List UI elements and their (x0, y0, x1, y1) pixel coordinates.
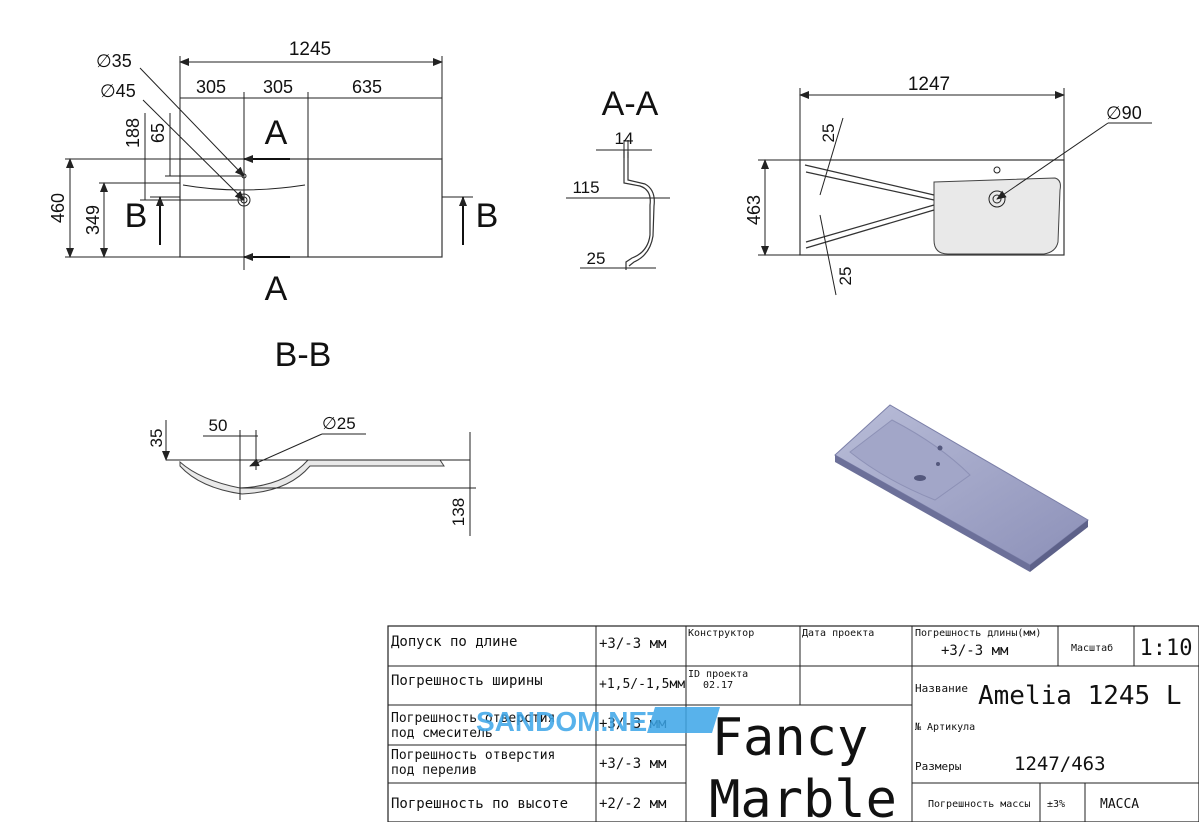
title-block: Допуск по длине +3/-3 мм Погрешность шир… (387, 625, 1199, 822)
watermark: SANDOM.NET (476, 706, 720, 737)
dim-188: 188 (123, 118, 143, 148)
dim-463: 463 (744, 195, 764, 225)
project-id-value: 02.17 (703, 680, 733, 691)
brand-line-2: Marble (709, 770, 897, 822)
top-view: 1245 305 305 635 ∅35 ∅45 188 65 460 349 … (48, 39, 498, 308)
dim-349: 349 (83, 205, 103, 235)
tolerance-mixer-label-2: под смеситель (391, 726, 493, 741)
dim-115: 115 (572, 178, 599, 197)
tolerance-length-label: Допуск по длине (391, 634, 517, 650)
right-view-basin (933, 177, 1061, 255)
size-label: Размеры (915, 760, 962, 773)
tolerance-mixer-label-1: Погрешность отверстия (391, 711, 555, 726)
section-a-bottom-label: A (265, 270, 288, 308)
dim-14: 14 (615, 129, 634, 148)
mass-error-label: Погрешность массы (928, 799, 1030, 810)
tolerance-height-label: Погрешность по высоте (391, 796, 568, 812)
dim-seg2: 305 (263, 77, 293, 97)
dim-460: 460 (48, 193, 68, 223)
dim-35: 35 (147, 429, 166, 448)
section-b-right-label: B (476, 197, 499, 235)
mass-label: МАССА (1100, 797, 1139, 812)
article-label: № Артикула (915, 722, 975, 733)
dim-overall-length-right: 1247 (908, 74, 950, 95)
hole-25-label: ∅25 (322, 414, 356, 433)
size-value: 1247/463 (1014, 753, 1106, 775)
section-aa-title: A-A (602, 85, 659, 123)
top-view-outline (179, 158, 443, 258)
tolerance-width-value: +1,5/-1,5мм (599, 677, 685, 692)
right-view: 1247 ∅90 25 25 463 (744, 74, 1152, 296)
dim-seg1: 305 (196, 77, 226, 97)
length-error-label: Погрешность длины(мм) (915, 628, 1041, 639)
scale-label: Масштаб (1071, 642, 1113, 654)
section-aa-profile (623, 150, 651, 270)
watermark-text: SANDOM.NET (476, 706, 664, 737)
isometric-render (834, 404, 1089, 572)
dim-overall-length: 1245 (289, 39, 331, 60)
designer-label: Конструктор (688, 628, 754, 639)
tolerance-overflow-label-1: Погрешность отверстия (391, 748, 555, 763)
right-view-outline (799, 159, 1065, 256)
dim-138: 138 (449, 498, 468, 526)
dim-seg3: 635 (352, 77, 382, 97)
section-bb-profile (179, 459, 445, 495)
project-id-label: ID проекта (688, 669, 748, 680)
tolerance-height-value: +2/-2 мм (599, 796, 667, 812)
section-a-top-label: A (265, 114, 288, 152)
mass-error-value: ±3% (1047, 799, 1065, 810)
section-bb-title: B-B (275, 336, 332, 374)
project-date-label: Дата проекта (802, 628, 874, 639)
dim-25-top: 25 (819, 124, 838, 143)
hole-35-label: ∅35 (96, 51, 132, 71)
section-bb-view: B-B 35 50 ∅25 138 (147, 336, 476, 536)
name-label: Название (915, 682, 968, 695)
brand-line-1: Fancy (712, 708, 869, 768)
dim-50: 50 (209, 416, 228, 435)
hole-90-label: ∅90 (1106, 103, 1142, 123)
section-aa-view: A-A 14 115 25 (566, 85, 670, 270)
dim-25-bottom: 25 (836, 267, 855, 286)
tolerance-overflow-label-2: под перелив (391, 763, 477, 778)
tolerance-width-label: Погрешность ширины (391, 673, 543, 689)
hole-45-label: ∅45 (100, 81, 136, 101)
dim-65: 65 (148, 123, 168, 143)
product-name: Amelia 1245 L (978, 681, 1182, 711)
dim-25-aa: 25 (587, 249, 606, 268)
length-error-value: +3/-3 мм (941, 643, 1009, 659)
scale-value: 1:10 (1140, 636, 1193, 661)
section-b-left-label: B (125, 197, 148, 235)
tolerance-length-value: +3/-3 мм (599, 636, 667, 652)
tolerance-overflow-value: +3/-3 мм (599, 756, 667, 772)
